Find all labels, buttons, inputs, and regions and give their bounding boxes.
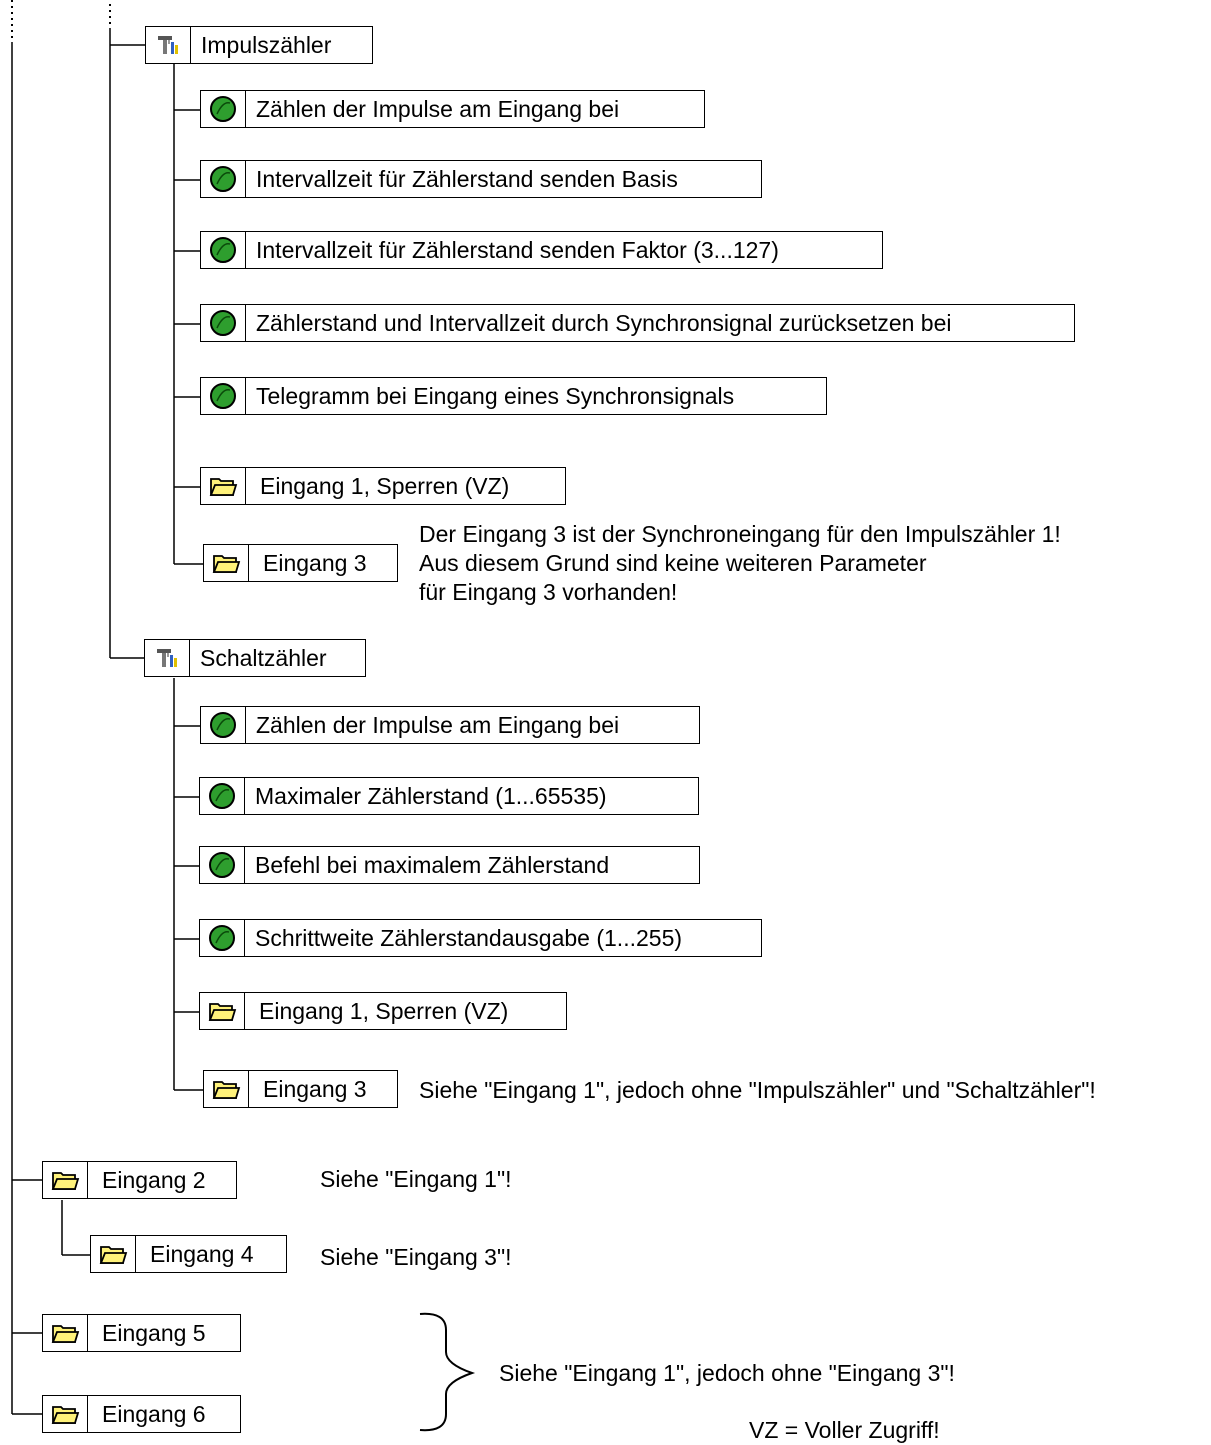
eingang3-note: Der Eingang 3 ist der Synchroneingang fü… [419, 520, 1061, 607]
param-label: Intervallzeit für Zählerstand senden Fak… [256, 236, 779, 263]
schaltzaehler-eingang3-note: Siehe "Eingang 1", jedoch ohne "Impulszä… [419, 1077, 1096, 1103]
folder-eingang-5[interactable]: Eingang 5 [42, 1314, 241, 1352]
param-label: Zählerstand und Intervallzeit durch Sync… [256, 309, 952, 336]
param-item[interactable]: Intervallzeit für Zählerstand senden Fak… [200, 231, 883, 269]
param-item[interactable]: Maximaler Zählerstand (1...65535) [199, 777, 699, 815]
param-item[interactable]: Schrittweite Zählerstandausgabe (1...255… [199, 919, 762, 957]
param-item[interactable]: Intervallzeit für Zählerstand senden Bas… [200, 160, 762, 198]
param-label: Telegramm bei Eingang eines Synchronsign… [256, 382, 735, 409]
eingang2-note: Siehe "Eingang 1"! [320, 1166, 512, 1192]
folder-icon [204, 545, 249, 581]
parameter-icon [201, 232, 246, 268]
folder-label: Eingang 4 [150, 1240, 254, 1267]
folder-label: Eingang 1, Sperren (VZ) [260, 472, 510, 499]
param-label: Intervallzeit für Zählerstand senden Bas… [256, 165, 678, 192]
node-impulszaehler[interactable]: Impulszähler [145, 26, 373, 64]
note-line: für Eingang 3 vorhanden! [419, 579, 678, 605]
param-item[interactable]: Zählen der Impulse am Eingang bei [200, 706, 700, 744]
folder-label: Eingang 6 [102, 1400, 206, 1427]
device-settings-icon [146, 27, 191, 63]
parameter-icon [201, 91, 246, 127]
folder-icon [204, 1071, 249, 1107]
param-label: Maximaler Zählerstand (1...65535) [255, 782, 607, 809]
folder-eingang-6[interactable]: Eingang 6 [42, 1395, 241, 1433]
folder-eingang-4[interactable]: Eingang 4 [90, 1235, 287, 1273]
folder-eingang-2[interactable]: Eingang 2 [42, 1161, 237, 1199]
parameter-icon [201, 161, 246, 197]
folder-icon [43, 1315, 88, 1351]
folder-sperren[interactable]: Eingang 1, Sperren (VZ) [200, 467, 566, 505]
param-item[interactable]: Zählen der Impulse am Eingang bei [200, 90, 705, 128]
brace-note: Siehe "Eingang 1", jedoch ohne "Eingang … [499, 1360, 955, 1386]
folder-icon [201, 468, 246, 504]
curly-brace [419, 1312, 476, 1432]
param-label: Befehl bei maximalem Zählerstand [255, 851, 610, 878]
node-schaltzaehler[interactable]: Schaltzähler [144, 639, 366, 677]
parameter-icon [201, 305, 246, 341]
folder-label: Eingang 5 [102, 1319, 206, 1346]
param-item[interactable]: Zählerstand und Intervallzeit durch Sync… [200, 304, 1075, 342]
param-item[interactable]: Telegramm bei Eingang eines Synchronsign… [200, 377, 827, 415]
param-item[interactable]: Befehl bei maximalem Zählerstand [199, 846, 700, 884]
parameter-icon [201, 378, 246, 414]
legend-note: VZ = Voller Zugriff! [749, 1417, 940, 1443]
folder-label: Eingang 3 [263, 1075, 367, 1102]
note-line: Aus diesem Grund sind keine weiteren Par… [419, 550, 927, 576]
parameter-icon [200, 920, 245, 956]
folder-label: Eingang 2 [102, 1166, 206, 1193]
note-line: Der Eingang 3 ist der Synchroneingang fü… [419, 521, 1061, 547]
parameter-icon [200, 847, 245, 883]
node-label: Schaltzähler [200, 644, 327, 671]
param-label: Schrittweite Zählerstandausgabe (1...255… [255, 924, 683, 951]
folder-label: Eingang 1, Sperren (VZ) [259, 997, 509, 1024]
device-settings-icon [145, 640, 190, 676]
folder-eingang-3[interactable]: Eingang 3 [203, 1070, 398, 1108]
folder-eingang-3[interactable]: Eingang 3 [203, 544, 398, 582]
param-label: Zählen der Impulse am Eingang bei [256, 95, 620, 122]
parameter-icon [200, 778, 245, 814]
folder-icon [43, 1396, 88, 1432]
param-label: Zählen der Impulse am Eingang bei [256, 711, 620, 738]
folder-icon [91, 1236, 136, 1272]
folder-icon [200, 993, 245, 1029]
folder-sperren[interactable]: Eingang 1, Sperren (VZ) [199, 992, 567, 1030]
folder-icon [43, 1162, 88, 1198]
folder-label: Eingang 3 [263, 549, 367, 576]
eingang4-note: Siehe "Eingang 3"! [320, 1244, 512, 1270]
parameter-icon [201, 707, 246, 743]
node-label: Impulszähler [201, 31, 332, 58]
